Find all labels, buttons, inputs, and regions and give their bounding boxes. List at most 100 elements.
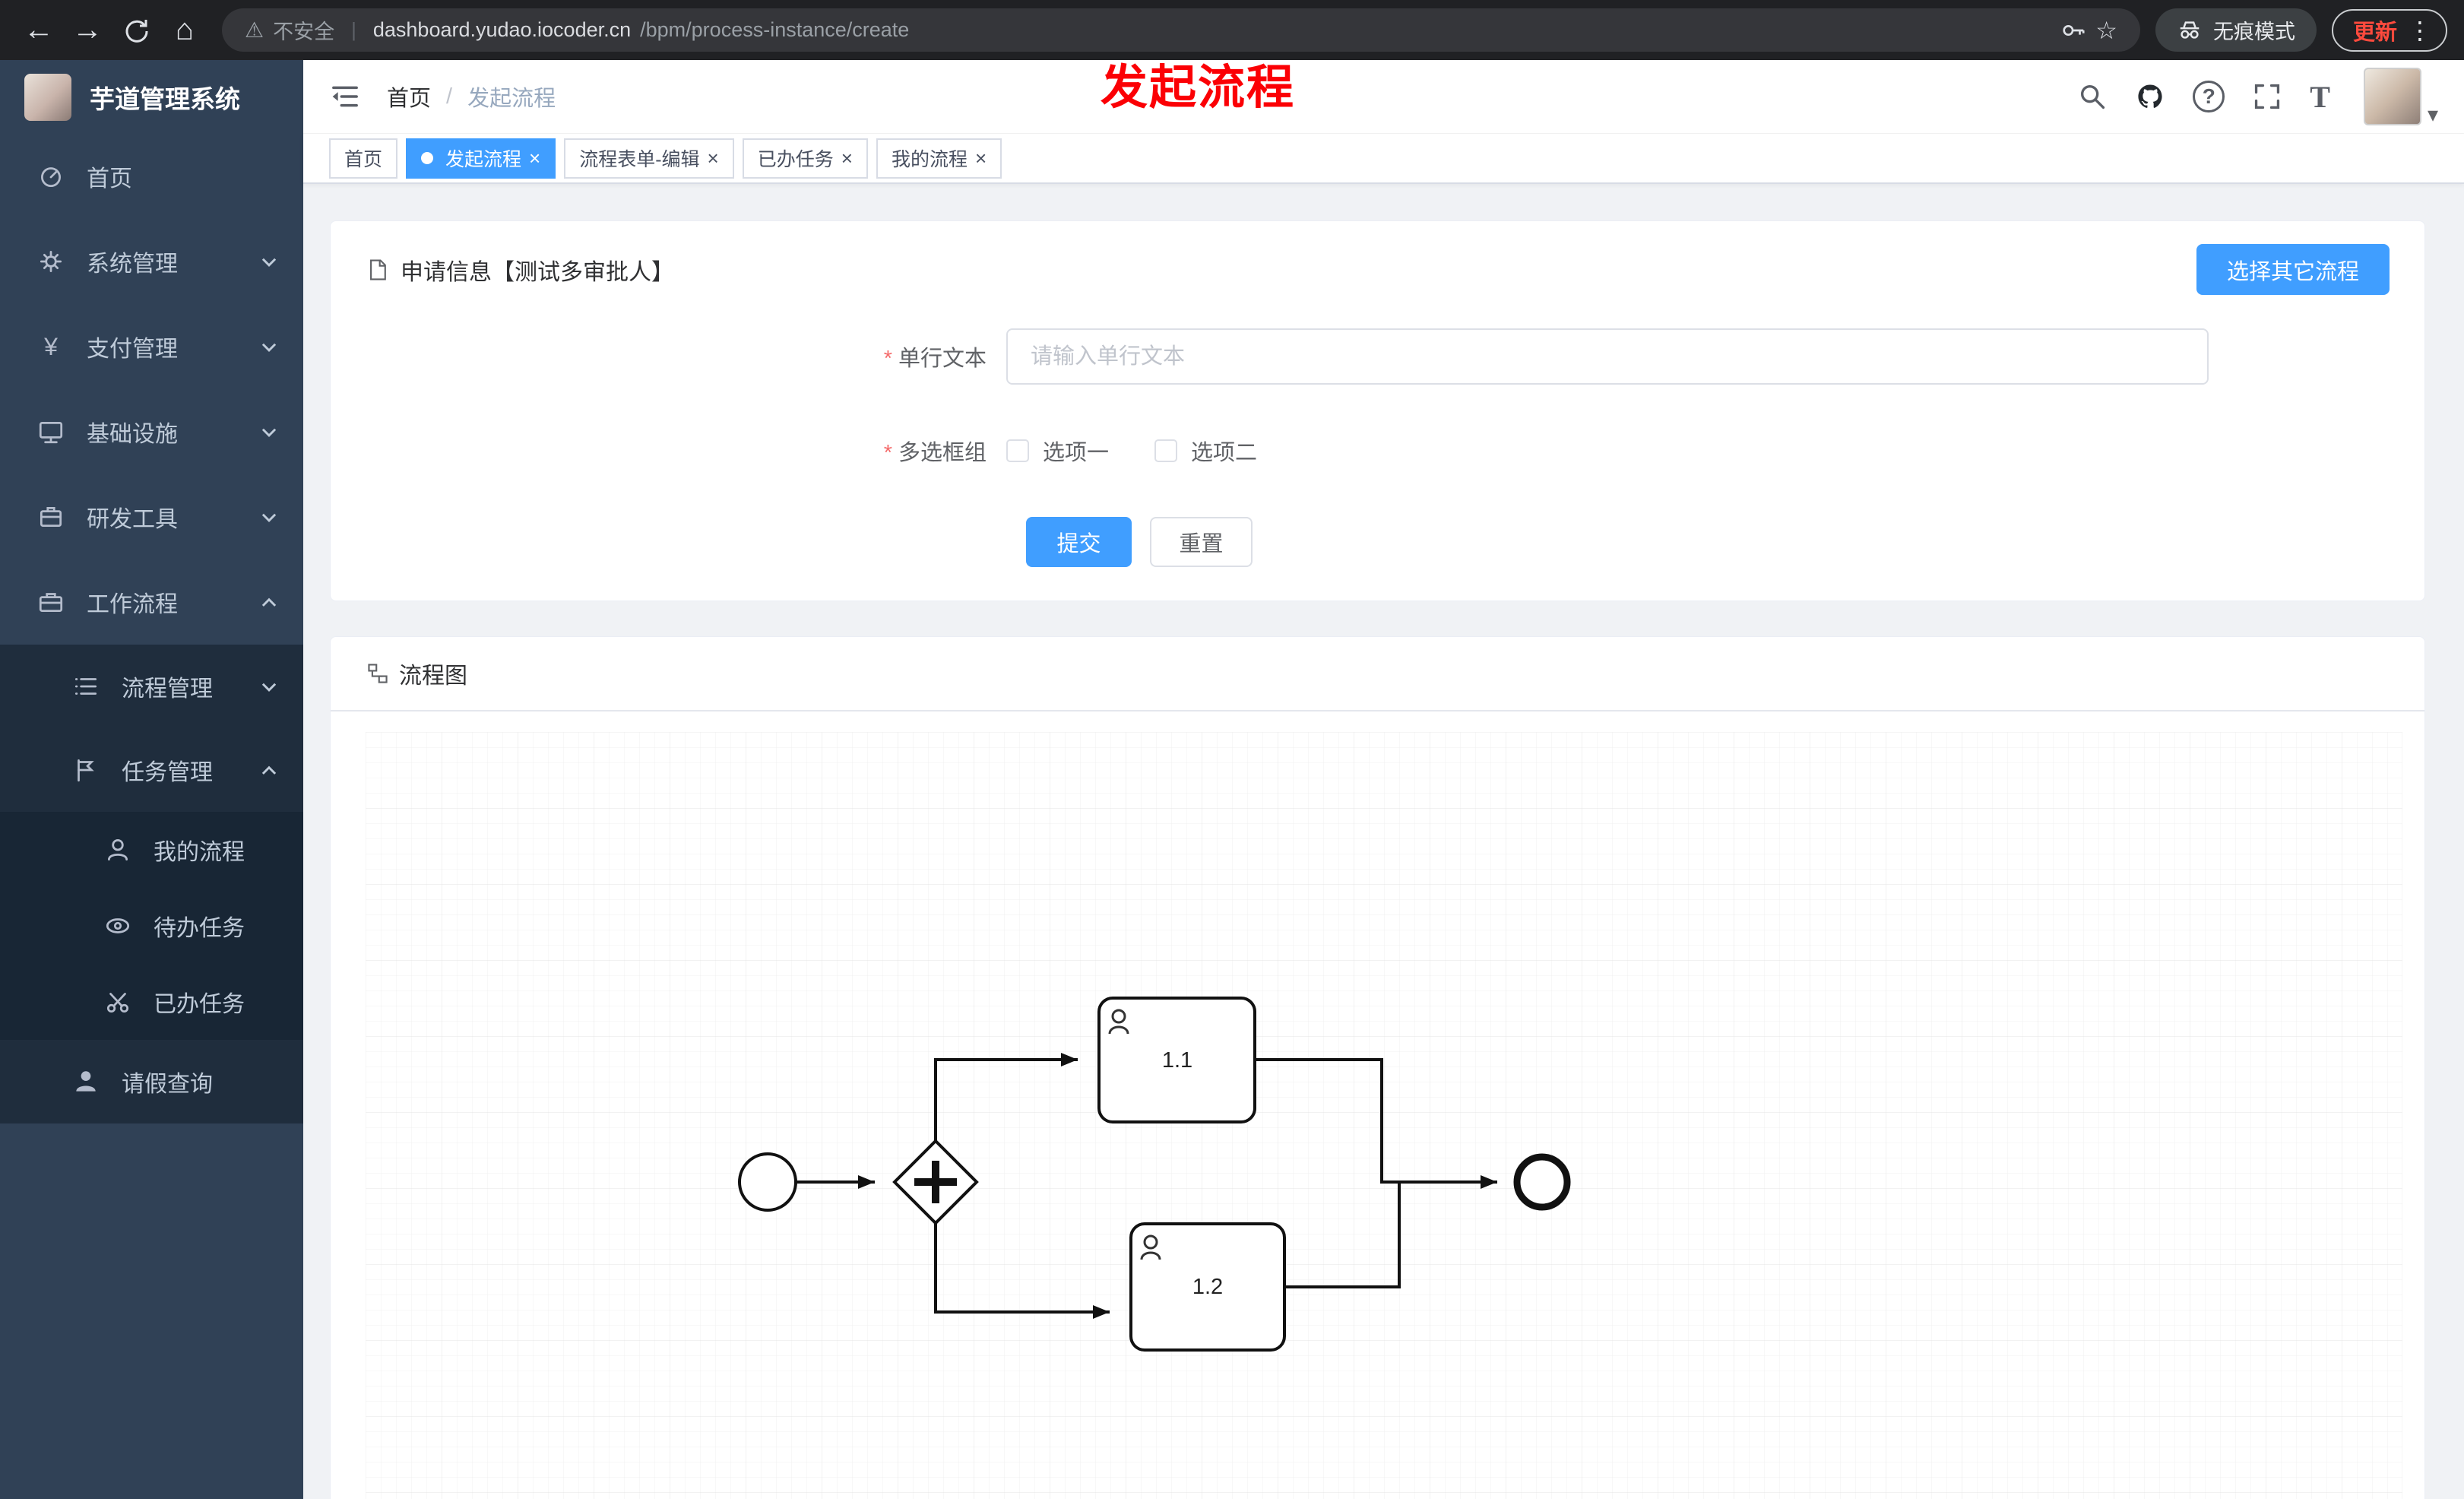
task-1-2-label: 1.2	[1192, 1275, 1223, 1299]
sidebar-item-devtools[interactable]: 研发工具	[0, 474, 303, 559]
document-icon	[370, 259, 386, 280]
tab-done-tasks[interactable]: 已办任务 ×	[742, 138, 868, 179]
task-1-1-label: 1.1	[1162, 1048, 1192, 1073]
font-size-icon[interactable]: T	[2310, 79, 2330, 114]
bpmn-canvas[interactable]: 1.1 1.2	[365, 731, 2403, 1499]
sidebar-item-home[interactable]: 首页	[0, 134, 303, 219]
avatar[interactable]	[2363, 68, 2421, 125]
scissors-icon	[102, 987, 134, 1016]
chevron-down-icon: ▾	[2427, 103, 2438, 126]
chevron-down-icon	[259, 507, 279, 527]
help-icon[interactable]: ?	[2193, 81, 2225, 113]
browser-menu-icon[interactable]: ⋮	[2408, 16, 2432, 44]
browser-forward-icon[interactable]: →	[72, 13, 103, 46]
search-icon[interactable]	[2077, 81, 2108, 112]
sidebar-collapse-icon[interactable]	[329, 81, 361, 113]
apply-form: 单行文本 多选框组 选项一 选项二	[366, 328, 2390, 567]
single-line-text-input[interactable]	[1006, 328, 2209, 385]
eye-icon	[102, 911, 134, 940]
toolbox-icon	[35, 502, 67, 531]
chevron-up-icon	[259, 592, 279, 612]
url-separator: |	[351, 18, 356, 41]
bookmark-star-icon[interactable]: ☆	[2095, 16, 2117, 44]
browser-refresh-icon[interactable]	[114, 8, 158, 52]
tab-form-edit[interactable]: 流程表单-编辑 ×	[564, 138, 734, 179]
flag-icon	[70, 756, 102, 784]
update-label: 更新	[2352, 20, 2397, 45]
tab-close-icon[interactable]: ×	[841, 147, 853, 170]
user-task-icon	[1111, 1009, 1126, 1024]
breadcrumb: 首页 / 发起流程	[387, 81, 556, 113]
bpmn-user-task-1-1[interactable]: 1.1	[1097, 997, 1256, 1123]
tab-close-icon[interactable]: ×	[529, 147, 541, 170]
checkbox-group: 选项一 选项二	[1006, 423, 1257, 479]
checkbox-option-1[interactable]: 选项一	[1006, 435, 1109, 467]
yen-icon: ¥	[44, 333, 58, 360]
browser-toolbar: ← → ⌂ ⚠ 不安全 | dashboard.yudao.iocoder.cn…	[0, 0, 2464, 60]
tab-create-process[interactable]: 发起流程 ×	[406, 138, 556, 179]
tab-close-icon[interactable]: ×	[974, 147, 987, 170]
not-secure-label: 不安全	[273, 21, 335, 43]
password-key-icon[interactable]	[2060, 17, 2086, 43]
bpmn-end-event[interactable]	[1513, 1153, 1571, 1211]
app-logo[interactable]: 芋道管理系统	[0, 60, 303, 134]
address-bar[interactable]: ⚠ 不安全 | dashboard.yudao.iocoder.cn /bpm/…	[222, 8, 2140, 52]
tab-home[interactable]: 首页	[329, 138, 398, 179]
github-icon[interactable]	[2135, 81, 2165, 112]
browser-update-button[interactable]: 更新 ⋮	[2331, 8, 2447, 52]
tab-close-icon[interactable]: ×	[707, 147, 719, 170]
breadcrumb-current: 发起流程	[467, 87, 556, 111]
sidebar-item-workflow[interactable]: 工作流程	[0, 559, 303, 645]
incognito-label: 无痕模式	[2212, 21, 2295, 43]
bpmn-start-event[interactable]	[738, 1152, 797, 1212]
sidebar-item-my-process[interactable]: 我的流程	[0, 812, 303, 888]
checkbox-box[interactable]	[1154, 439, 1178, 462]
bpmn-user-task-1-2[interactable]: 1.2	[1129, 1222, 1286, 1352]
bpmn-flow	[934, 1053, 1078, 1141]
checkbox-box[interactable]	[1006, 439, 1029, 462]
diagram-card-title: 流程图	[331, 637, 2424, 711]
fullscreen-icon[interactable]	[2252, 81, 2282, 112]
app-header: 首页 / 发起流程 ? T	[303, 60, 2464, 134]
person-chat-icon	[102, 835, 134, 864]
plus-icon	[914, 1161, 957, 1203]
chevron-down-icon	[259, 677, 279, 696]
url-path: /bpm/process-instance/create	[640, 18, 910, 41]
bpmn-flow	[1284, 1182, 1401, 1288]
bpmn-flow	[934, 1223, 1110, 1319]
submit-button[interactable]: 提交	[1026, 517, 1132, 567]
sidebar-item-payment[interactable]: ¥ 支付管理	[0, 304, 303, 389]
chevron-down-icon	[259, 337, 279, 357]
apply-info-card: 申请信息【测试多审批人】 选择其它流程 单行文本 多选框组	[330, 220, 2425, 601]
checkbox-option-2[interactable]: 选项二	[1154, 435, 1257, 467]
sidebar-item-process-management[interactable]: 流程管理	[0, 645, 303, 728]
sidebar-item-todo-tasks[interactable]: 待办任务	[0, 888, 303, 964]
breadcrumb-home[interactable]: 首页	[387, 87, 432, 111]
person-icon	[70, 1067, 102, 1096]
page-content: 申请信息【测试多审批人】 选择其它流程 单行文本 多选框组	[303, 184, 2464, 1499]
browser-home-icon[interactable]: ⌂	[175, 13, 195, 46]
not-secure-icon: ⚠	[245, 18, 264, 42]
sidebar-item-done-tasks[interactable]: 已办任务	[0, 964, 303, 1040]
sidebar-item-infrastructure[interactable]: 基础设施	[0, 389, 303, 474]
sidebar-item-leave-query[interactable]: 请假查询	[0, 1040, 303, 1123]
user-menu[interactable]: ▾	[2363, 68, 2438, 126]
diagram-grid	[365, 731, 2403, 1499]
browser-back-icon[interactable]: ←	[24, 13, 54, 46]
incognito-icon	[2180, 21, 2200, 39]
reset-button[interactable]: 重置	[1150, 517, 1253, 567]
sidebar-item-system[interactable]: 系统管理	[0, 219, 303, 304]
sidebar-item-task-management[interactable]: 任务管理	[0, 728, 303, 812]
checkbox-group-label: 多选框组	[366, 435, 1006, 467]
text-field-label: 单行文本	[366, 341, 1006, 372]
select-other-process-button[interactable]: 选择其它流程	[2196, 244, 2390, 295]
tab-my-process[interactable]: 我的流程 ×	[876, 138, 1002, 179]
user-task-icon	[1143, 1234, 1158, 1250]
app-title: 芋道管理系统	[90, 84, 240, 113]
sidebar: 芋道管理系统 首页 系统管理 ¥ 支付管理	[0, 60, 303, 1499]
chevron-up-icon	[259, 760, 279, 780]
bpmn-flow	[1255, 1058, 1497, 1189]
gear-icon	[35, 247, 67, 276]
briefcase-icon	[35, 588, 67, 616]
tabs-bar: 首页 发起流程 × 流程表单-编辑 × 已办任务 × 我的流程 ×	[303, 134, 2464, 184]
